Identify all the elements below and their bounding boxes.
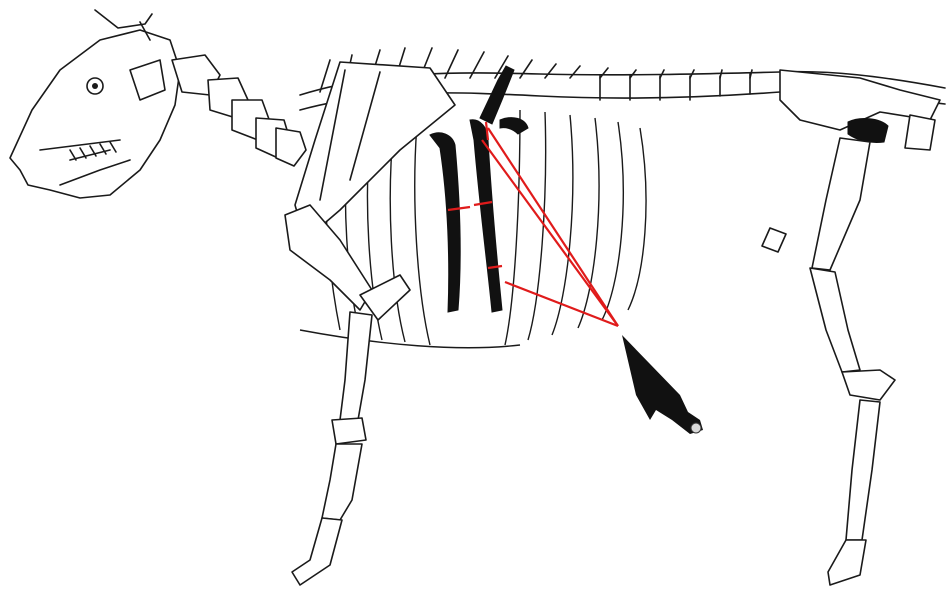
- fore-leg: [285, 205, 410, 585]
- skull: [10, 10, 180, 198]
- hind-leg: [762, 115, 935, 585]
- scapula: [295, 62, 455, 240]
- knife-icon: [622, 335, 703, 434]
- cervical-vertebrae: [172, 55, 306, 166]
- cut-lines: [448, 122, 618, 326]
